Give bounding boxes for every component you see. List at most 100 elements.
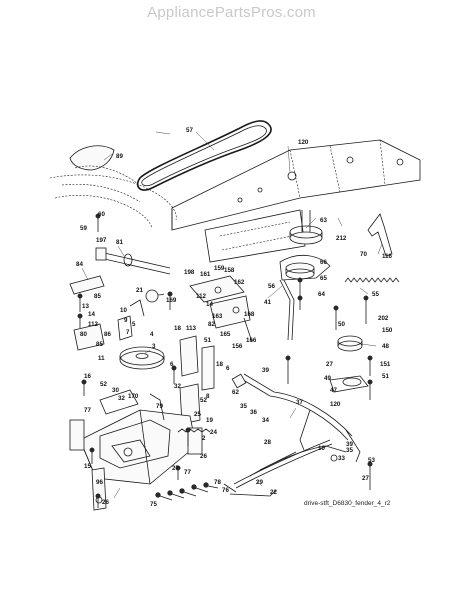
shift-linkage-rods [223,439,347,497]
part-label: 8 [206,393,210,400]
part-label: 52 [100,381,107,388]
axle-bracket [91,467,107,511]
part-label: 30 [112,387,119,394]
part-label: 85 [94,293,101,300]
part-label: 5 [132,321,136,328]
part-label: 197 [96,237,107,244]
shift-rod [279,279,295,341]
fender-assembly [49,145,177,229]
part-label: 6 [170,361,174,368]
brake-brackets [179,335,215,425]
part-label: 62 [232,389,239,396]
part-label: 116 [382,253,393,260]
part-label: 150 [382,327,393,334]
right-bracket [367,213,393,257]
part-label: 66 [320,259,327,266]
part-label: 158 [224,267,235,274]
part-label: 162 [234,279,245,286]
part-label: 39 [262,367,269,374]
leader-lines [81,131,383,499]
part-label: 96 [96,479,103,486]
part-label: 168 [244,311,255,318]
part-label: 21 [136,287,143,294]
part-label: 15 [84,463,91,470]
part-label: 35 [346,447,353,454]
part-label: 60 [98,211,105,218]
part-label: 13 [82,303,89,310]
part-label: 32 [174,383,181,390]
part-label: 9 [124,317,128,324]
part-label: 32 [118,395,125,402]
part-label: 198 [184,269,195,276]
part-label: 36 [250,409,257,416]
part-label: 113 [186,325,197,332]
part-label: 34 [262,417,269,424]
part-label: 18 [216,361,223,368]
part-label: 10 [120,307,127,314]
drive-belt [136,120,272,191]
part-label: 11 [98,355,105,362]
part-label: 29 [256,479,263,486]
left-hardware [77,213,191,508]
part-label: 14 [206,301,213,308]
part-label: 16 [84,373,91,380]
part-label: 53 [368,457,375,464]
part-label: 37 [296,399,303,406]
part-label: 77 [184,469,191,476]
part-label: 169 [166,297,177,304]
part-label: 75 [150,501,157,508]
transmission-pulley [119,346,165,370]
part-label: 28 [264,439,271,446]
part-label: 80 [80,331,87,338]
part-label: 84 [76,261,83,268]
drive-shaft [95,247,171,275]
part-label: 77 [84,407,91,414]
part-label: 59 [80,225,87,232]
part-label: 51 [382,373,389,380]
part-label: 51 [204,337,211,344]
part-label: 10 [318,445,325,452]
tension-spring [344,277,400,283]
part-label: 64 [318,291,325,298]
part-label: 112 [88,321,99,328]
part-label: 18 [174,325,181,332]
part-label: 120 [330,401,341,408]
part-label: 25 [194,411,201,418]
part-label: 52 [200,397,207,404]
part-label: 7 [126,329,130,336]
part-label: 33 [338,455,345,462]
part-label: 55 [372,291,379,298]
part-labels: 57 120 89 59 60 197 81 84 85 13 14 112 1… [76,127,393,508]
control-linkage [145,275,253,343]
part-label: 81 [116,239,123,246]
part-label: 26 [200,453,207,460]
left-link [69,275,145,351]
part-label: 27 [172,465,179,472]
part-label: 159 [214,265,225,272]
part-label: 3 [152,343,156,350]
part-label: 47 [330,387,337,394]
part-label: 78 [214,479,221,486]
part-label: 151 [380,361,391,368]
site-watermark: AppliancePartsPros.com [147,4,316,21]
part-label: 22 [270,489,277,496]
part-label: 24 [210,429,217,436]
part-label: 79 [156,403,163,410]
part-label: 82 [208,321,215,328]
part-label: 212 [336,235,347,242]
idler-pulley [329,335,369,393]
part-label: 202 [378,315,389,322]
part-label: 89 [116,153,123,160]
right-hardware [285,277,373,490]
part-label: 41 [264,299,271,306]
part-label: 48 [382,343,389,350]
part-label: 2 [202,435,206,442]
part-label: 166 [246,337,257,344]
part-label: 27 [362,475,369,482]
part-label: 156 [232,343,243,350]
transaxle [69,389,211,485]
mower-frame [171,139,421,263]
part-label: 161 [200,271,211,278]
part-label: 86 [104,331,111,338]
